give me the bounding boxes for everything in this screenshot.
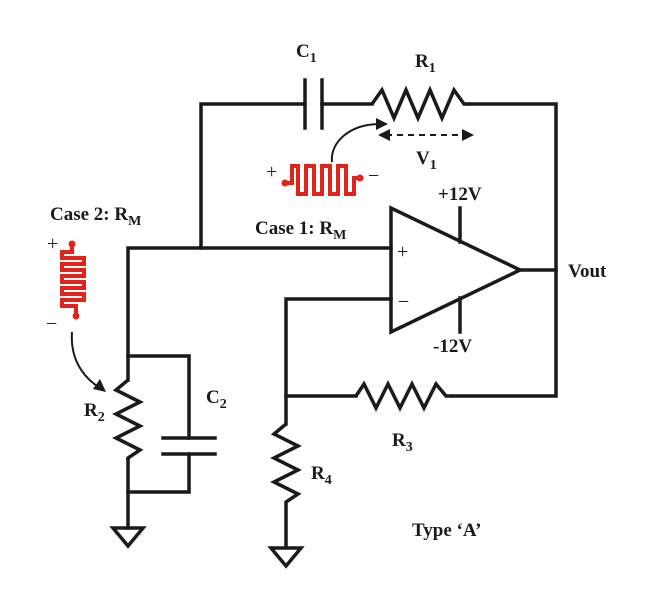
r2-label: R2: [84, 400, 105, 425]
case1-minus: −: [368, 165, 379, 187]
case1-arrowhead: [376, 118, 388, 130]
left-ground-wire: [126, 452, 191, 530]
opamp: [389, 205, 558, 335]
r3-label: R3: [392, 430, 413, 455]
resistor-r4: [270, 422, 302, 548]
resistor-r3: [354, 380, 452, 412]
top-feedback-wire: [199, 102, 558, 398]
opamp-minus-symbol: −: [398, 291, 409, 313]
r1-label: R1: [415, 51, 436, 76]
case2-label: Case 2: RM: [50, 204, 141, 229]
opamp-plus-symbol: +: [397, 241, 408, 263]
v1-label: V1: [416, 148, 437, 173]
case1-pointer-arrow: [330, 123, 381, 163]
type-label: Type ‘A’: [412, 520, 481, 541]
case1-label: Case 1: RM: [255, 218, 346, 243]
capacitor-c2: [161, 436, 217, 456]
case2-minus: −: [46, 313, 57, 335]
vout-label: Vout: [568, 261, 607, 282]
ground-icon-left: [109, 526, 147, 549]
v1-dashed-arrow: [378, 129, 474, 141]
positive-supply-label: +12V: [438, 184, 482, 205]
negative-supply-label: -12V: [433, 336, 472, 357]
inverting-input-wire: [284, 297, 393, 426]
ground-icon-right: [267, 546, 305, 569]
case1-sensor-icon: [281, 164, 364, 196]
c2-label: C2: [206, 387, 227, 412]
case2-pointer-arrow: [70, 331, 101, 389]
noninverting-input-wire: [126, 246, 393, 440]
r4-label: R4: [311, 463, 332, 488]
resistor-r2: [112, 378, 144, 460]
resistor-r1: [370, 85, 470, 123]
case2-arrowhead: [93, 379, 106, 392]
case2-sensor-icon: [60, 240, 86, 320]
capacitor-c1: [303, 78, 324, 130]
case1-plus: +: [266, 161, 277, 183]
case2-plus: +: [47, 233, 58, 255]
c1-label: C1: [296, 41, 317, 66]
